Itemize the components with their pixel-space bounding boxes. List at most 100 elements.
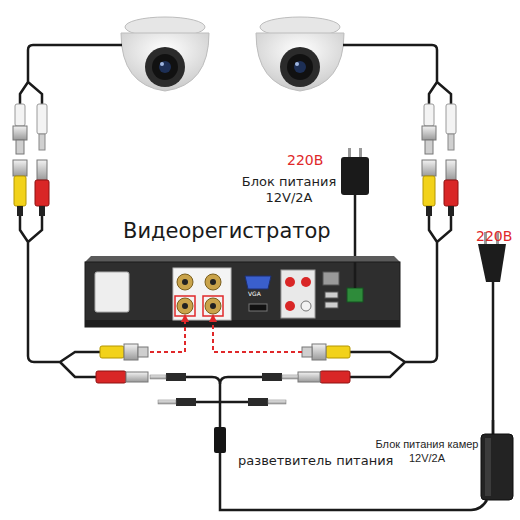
dome-camera-part <box>160 62 164 66</box>
adapter-prong <box>359 148 362 158</box>
power-lead <box>354 262 357 288</box>
dvr-top <box>85 256 400 262</box>
bnc-connector-part <box>13 160 27 176</box>
brick-highlight <box>485 438 491 496</box>
dvr-shape-part <box>301 301 311 311</box>
camera-cable <box>20 45 451 377</box>
dc-connector-part <box>298 372 320 382</box>
annotation-label: VGA <box>248 290 261 297</box>
dome-camera-part <box>159 61 171 73</box>
dc-connector-part <box>446 104 456 134</box>
brick-node: Блок питания камер 12V/2A <box>375 420 515 515</box>
bnc-connector <box>422 104 436 216</box>
bnc-connector-part <box>302 347 312 357</box>
port-highlight <box>175 296 195 316</box>
bnc-connector-part <box>425 140 433 154</box>
splitter-branch <box>186 377 262 430</box>
dc-plug-part <box>282 375 298 379</box>
adapter-prong <box>348 148 351 158</box>
bnc-connector-part <box>100 346 124 358</box>
bnc-connector <box>13 104 27 216</box>
dome-camera <box>256 17 344 91</box>
lan-port <box>323 272 339 285</box>
hdmi-port <box>249 304 267 311</box>
dc-connector <box>298 371 350 383</box>
dc-connector-part <box>35 180 49 206</box>
dc-connector-part <box>37 104 47 134</box>
dc-connector-part <box>126 372 148 382</box>
splitter-branch-part <box>220 401 248 404</box>
dvr-base <box>85 320 400 327</box>
dc-connector-part <box>448 206 454 216</box>
dvr-shape-part <box>285 301 295 311</box>
dome-camera-part <box>121 33 209 91</box>
dome-camera-part <box>294 61 306 73</box>
node-title: Блок питания 12V/2A <box>238 174 340 207</box>
bnc-connector <box>302 344 350 360</box>
brick-cord <box>492 420 495 434</box>
vga-port <box>245 276 271 289</box>
bnc-connector-part <box>16 140 24 154</box>
bnc-connector-part <box>138 347 148 357</box>
dc-connector-part <box>39 134 45 150</box>
dvr-shape-part <box>301 277 311 287</box>
dc-connector <box>444 104 458 216</box>
port-highlight <box>203 296 223 316</box>
dc-plug-part <box>150 375 166 379</box>
dome-camera <box>121 17 209 91</box>
dc-connector-part <box>39 206 45 216</box>
bnc-connector-part <box>422 126 436 140</box>
dc-plug-part <box>268 400 286 404</box>
dc-connector-part <box>448 134 454 150</box>
dome-camera-part <box>295 62 299 66</box>
dome-camera-part <box>152 54 178 80</box>
dc-connector <box>35 104 49 216</box>
dc-connector-part <box>320 371 350 383</box>
dc-plug-part <box>158 400 176 404</box>
splitter-branch-part <box>220 377 262 384</box>
dc-plug <box>150 373 298 406</box>
audio-panel <box>281 270 315 318</box>
annotation-label: 220В <box>287 152 323 168</box>
dvr-shape <box>85 262 400 327</box>
power-cable <box>354 215 357 262</box>
dvr-shape-part <box>182 303 188 309</box>
bnc-connector-part <box>15 104 25 126</box>
bnc-connector <box>100 344 148 360</box>
mains-plug-part <box>492 282 495 436</box>
power-terminal <box>347 288 363 302</box>
dc-connector <box>96 371 148 383</box>
dc-connector-part <box>37 160 47 180</box>
dc-connector-part <box>444 180 458 206</box>
dvr-shape-part <box>205 298 221 314</box>
video-input-panel <box>173 268 231 320</box>
bnc-connector-part <box>426 206 432 216</box>
dvr-shape-part <box>285 277 295 287</box>
dvr-shape-part <box>210 303 216 309</box>
camera-cable-part <box>343 45 451 104</box>
bnc-connector-part <box>422 160 436 176</box>
mains-plug-part <box>478 244 506 282</box>
splitter-branch-part <box>196 401 220 404</box>
bnc-connector-part <box>14 176 26 206</box>
dc-plug-part <box>176 398 196 406</box>
dvr-shape-part <box>182 279 188 285</box>
dvr-node: Видеорегистратор <box>85 262 400 327</box>
dome-camera-part <box>125 17 205 37</box>
node-title: разветвитель питания <box>238 453 393 469</box>
brick-cable <box>375 500 487 510</box>
dc-connector-part <box>96 371 126 383</box>
usb-port <box>325 292 338 298</box>
dc-plug-part <box>248 398 268 406</box>
bnc-connector-part <box>124 344 138 360</box>
bnc-connector-part <box>17 206 23 216</box>
bnc-connector-part <box>423 176 435 206</box>
annotation-label: 220В <box>476 228 512 244</box>
brick-body <box>481 434 513 500</box>
dvr-body <box>85 262 400 327</box>
power-cable <box>220 475 375 510</box>
dvr-shape-part <box>210 279 216 285</box>
bnc-connector-part <box>424 104 434 126</box>
dome-camera-part <box>145 47 185 87</box>
